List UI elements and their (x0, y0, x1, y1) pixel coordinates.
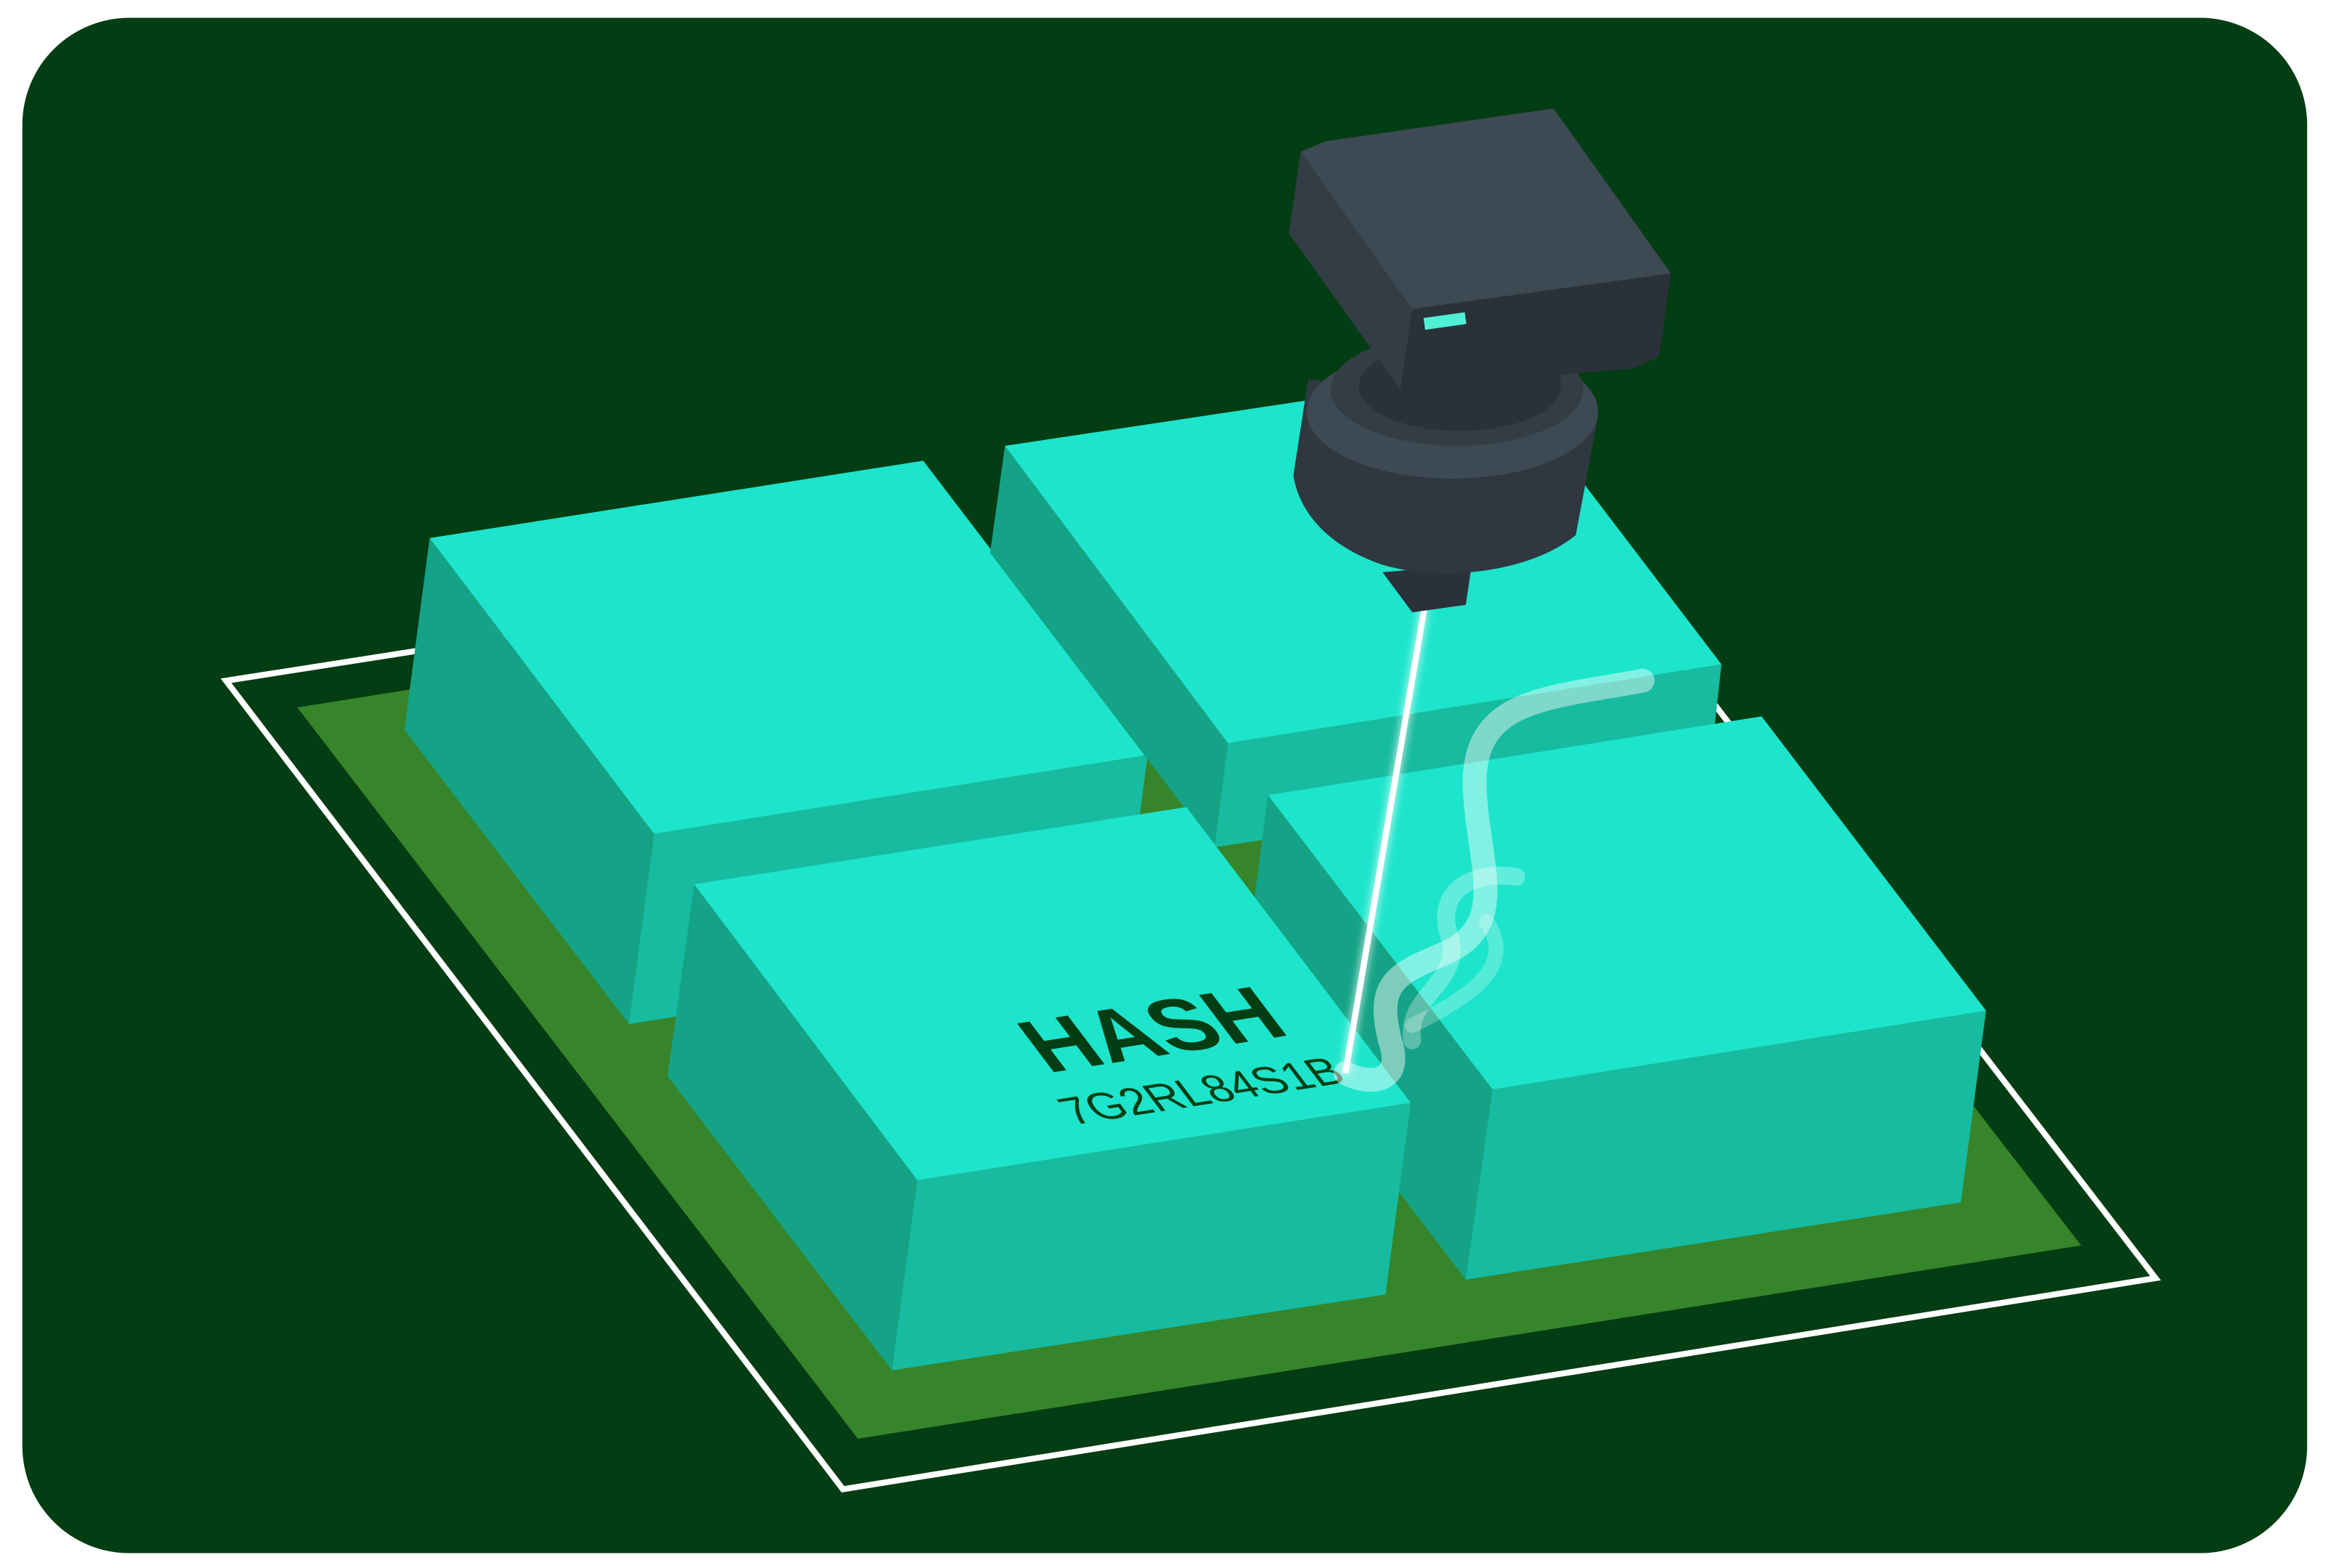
laser-beam (1342, 609, 1427, 1074)
smoke (1333, 668, 1655, 1092)
laser-tool (1289, 108, 1671, 613)
indicator-light (1423, 312, 1467, 330)
block-bottom-right (1242, 716, 1987, 1280)
block-bottom-left-hash-chip: HASH 7G2RL84S1B (667, 807, 1411, 1370)
